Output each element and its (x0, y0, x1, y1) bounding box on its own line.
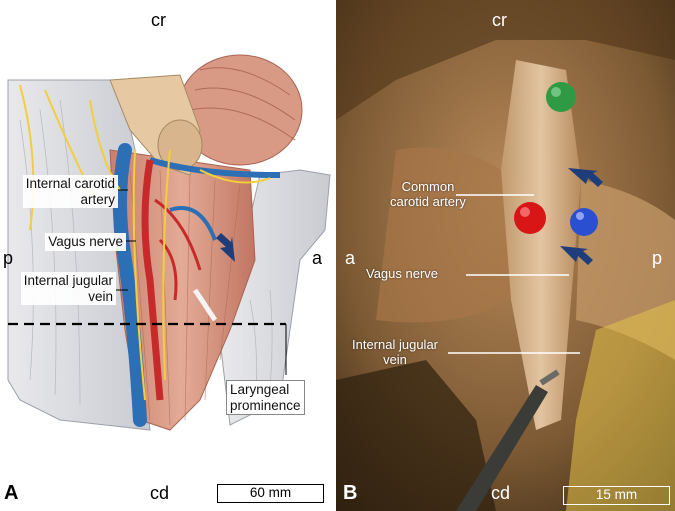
orientation-cranial-b: cr (492, 10, 507, 30)
vagus-nerve-drawing (132, 149, 146, 401)
arrow-marker-a (216, 233, 235, 262)
dissection-photograph (336, 0, 675, 511)
panel-letter-a: A (4, 482, 19, 504)
orientation-anterior: a (312, 248, 323, 268)
arrow-marker-b-upper (568, 168, 603, 187)
pin-green (546, 82, 576, 112)
label-internal-jugular-vein-b: Internal jugular vein (352, 337, 438, 367)
orientation-posterior: p (3, 248, 14, 268)
label-common-carotid-artery: Common carotid artery (390, 179, 466, 209)
orientation-posterior-b: p (652, 248, 663, 268)
pin-blue (570, 208, 598, 236)
panel-b-photograph: cr a p cd Common carotid artery Vagus ne… (336, 0, 675, 511)
label-vagus-nerve: Vagus nerve (45, 233, 126, 251)
carotid-artery-drawing (141, 159, 164, 401)
forceps (456, 385, 548, 511)
arrow-marker-b-lower (560, 246, 593, 265)
label-vagus-nerve-b: Vagus nerve (366, 266, 439, 281)
orientation-caudal: cd (150, 483, 170, 503)
orientation-anterior-b: a (345, 248, 356, 268)
neck-anatomy-illustration (7, 54, 331, 431)
label-laryngeal-prominence: Laryngeal prominence (226, 380, 305, 416)
label-internal-jugular-vein: Internal jugular vein (20, 272, 116, 306)
scale-bar-a: 60 mm (217, 484, 324, 503)
pin-red (514, 202, 546, 234)
internal-jugular-vein-drawing (113, 143, 147, 427)
scale-bar-b: 15 mm (563, 486, 670, 505)
panel-letter-b: B (343, 482, 358, 504)
orientation-cranial: cr (151, 10, 166, 30)
panel-a-illustration: cr p a cd Internal carotid artery Vagus … (0, 0, 336, 511)
label-internal-carotid-artery: Internal carotid artery (22, 175, 118, 209)
orientation-caudal-b: cd (491, 483, 511, 503)
